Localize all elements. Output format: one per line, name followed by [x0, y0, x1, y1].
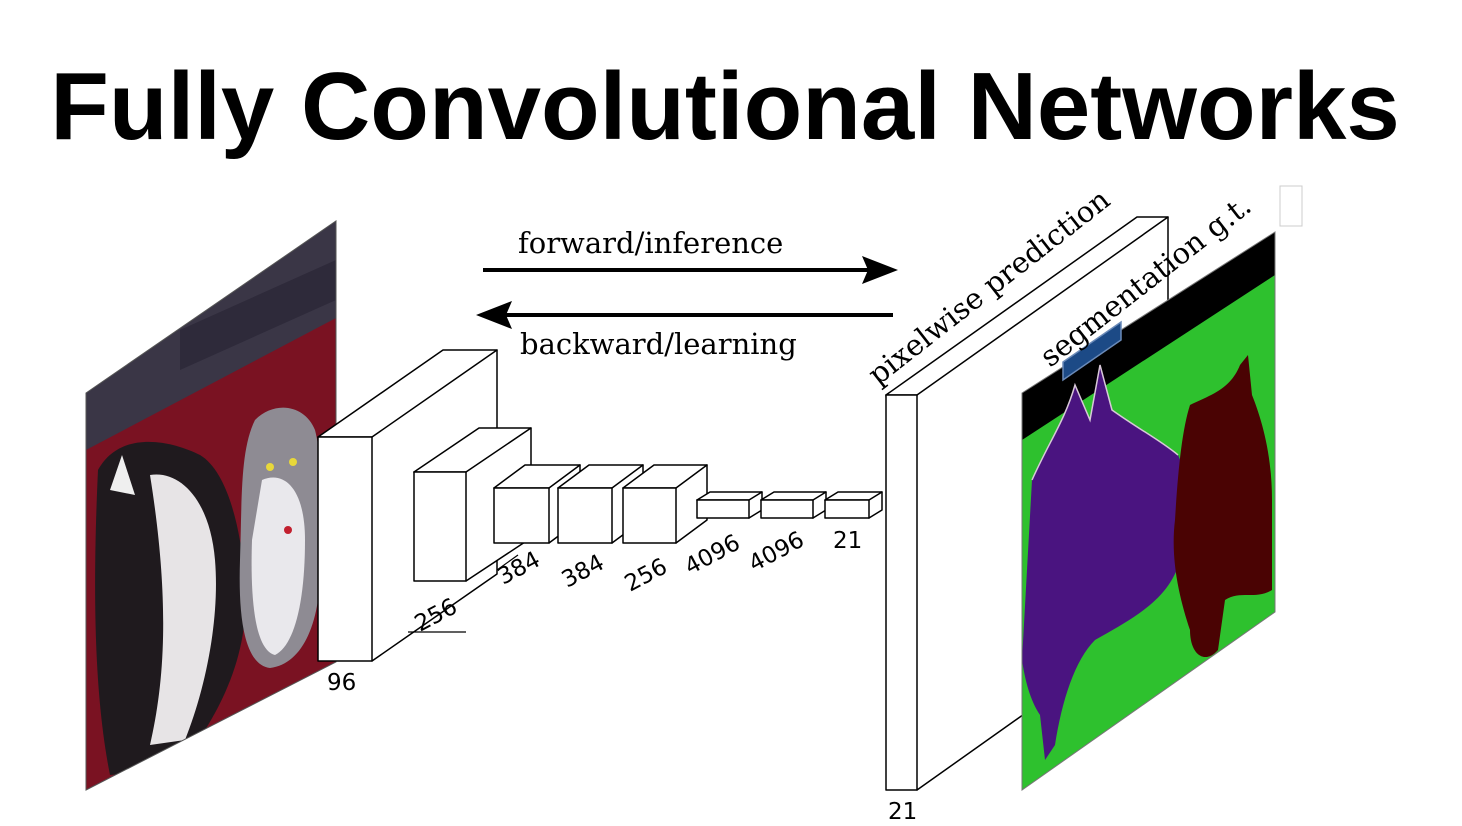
- conv-layer-7: [760, 491, 827, 519]
- backward-arrow: [476, 301, 893, 329]
- conv-layer-1-label: 96: [327, 670, 356, 696]
- blank-tab: [1279, 185, 1303, 227]
- conv-layer-8-label: 21: [833, 528, 862, 554]
- conv-layer-6: [696, 491, 763, 519]
- conv-layer-8: [824, 491, 883, 519]
- slide-title: Fully Convolutional Networks: [50, 53, 1400, 160]
- conv-layer-1: [317, 349, 498, 662]
- backward-label: backward/learning: [520, 327, 797, 361]
- conv-layer-5: [622, 464, 708, 544]
- conv-layer-7-label: 4096: [745, 527, 809, 577]
- input-photo: [86, 221, 336, 790]
- conv-layer-5-label: 256: [621, 554, 672, 598]
- forward-arrow: [483, 256, 898, 284]
- pixelwise-prediction-channels: 21: [888, 799, 917, 825]
- label-marker: [1062, 320, 1122, 382]
- conv-layer-4: [557, 464, 644, 544]
- conv-layer-3-edge: [496, 554, 519, 571]
- conv-layer-6-label: 4096: [681, 530, 745, 580]
- forward-label: forward/inference: [518, 226, 783, 260]
- conv-layer-4-label: 384: [558, 550, 609, 594]
